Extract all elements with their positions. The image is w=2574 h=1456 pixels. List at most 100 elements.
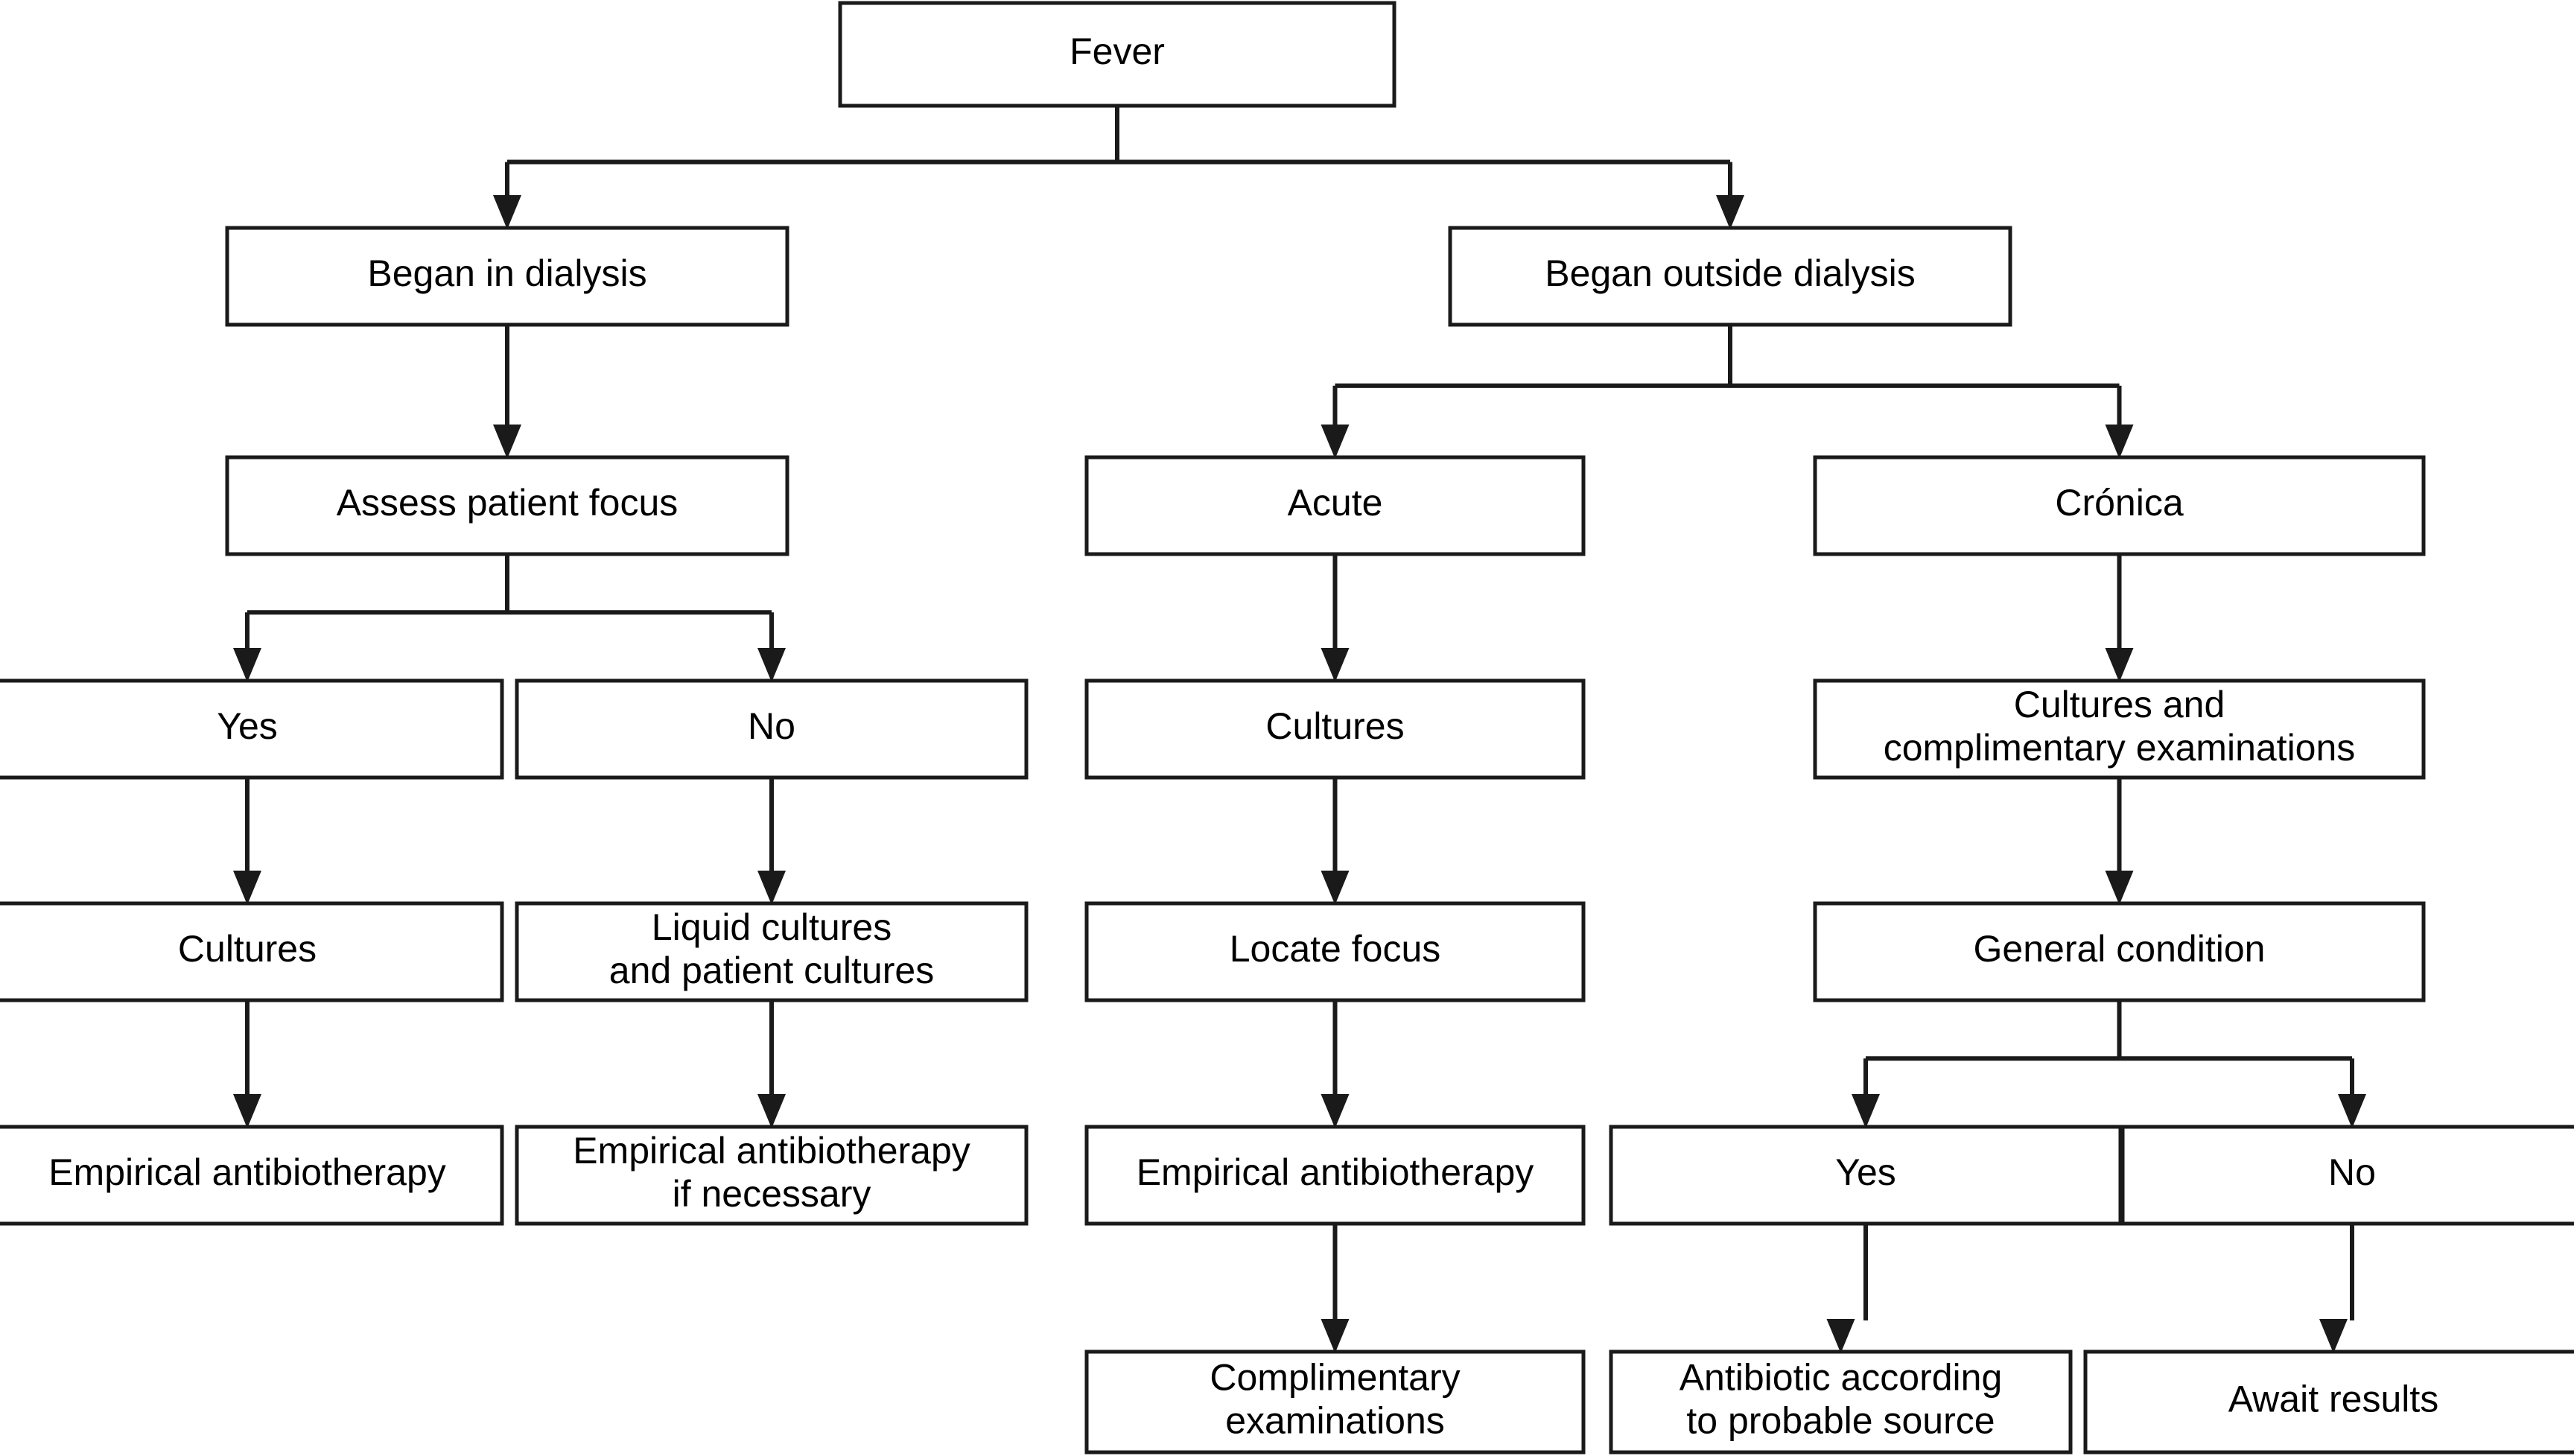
node-acute[interactable]: Acute bbox=[1084, 455, 1586, 556]
connector-e-begin-assess bbox=[493, 325, 521, 459]
node-box-emp-abx-if bbox=[515, 1125, 1029, 1226]
connector-e-no-await bbox=[2319, 1224, 2354, 1353]
node-emp-abx-acute[interactable]: Empirical antibiotherapy bbox=[1084, 1125, 1586, 1226]
node-general-condition[interactable]: General condition bbox=[1813, 901, 2426, 1002]
node-label-cultures-acute: Cultures bbox=[1265, 705, 1404, 747]
connector-e-no-liquid bbox=[757, 778, 786, 905]
node-label-no-left: No bbox=[748, 705, 795, 747]
connector-e-fever-split bbox=[493, 106, 1744, 229]
connector-e-cultures-emp bbox=[233, 1000, 261, 1128]
node-box-cronica bbox=[1813, 455, 2426, 556]
node-box-abx-probable bbox=[1609, 1349, 2073, 1455]
connector-e-acute-cultures bbox=[1321, 554, 1350, 682]
node-box-emp-abx-acute bbox=[1084, 1125, 1586, 1226]
node-box-await-results bbox=[2083, 1349, 2574, 1455]
connector-e-liquid-emp bbox=[757, 1000, 786, 1128]
connector-e-cultures-locate bbox=[1321, 778, 1350, 905]
node-box-cultures-compl bbox=[1813, 678, 2426, 780]
connector-e-yes-cultures bbox=[233, 778, 261, 905]
node-yes-right[interactable]: Yes bbox=[1609, 1125, 2123, 1226]
arrowhead-icon bbox=[1321, 871, 1350, 905]
node-began-outside[interactable]: Began outside dialysis bbox=[1448, 226, 2012, 327]
node-box-locate-focus bbox=[1084, 901, 1586, 1002]
arrowhead-icon bbox=[493, 425, 521, 459]
arrowhead-icon bbox=[757, 648, 786, 682]
connector-e-compl-general bbox=[2105, 778, 2134, 905]
connector-layer bbox=[233, 106, 2366, 1353]
node-began-in[interactable]: Began in dialysis bbox=[225, 226, 789, 327]
node-box-emp-abx-yes bbox=[0, 1125, 504, 1226]
node-emp-abx-yes[interactable]: Empirical antibiotherapy bbox=[0, 1125, 504, 1226]
arrowhead-icon bbox=[757, 1094, 786, 1128]
node-label-yes-left: Yes bbox=[217, 705, 278, 747]
node-box-cultures-acute bbox=[1084, 678, 1586, 780]
node-yes-left[interactable]: Yes bbox=[0, 678, 504, 780]
node-box-general-condition bbox=[1813, 901, 2426, 1002]
arrowhead-icon bbox=[1852, 1094, 1880, 1128]
node-box-assess-focus bbox=[225, 455, 789, 556]
arrowhead-icon bbox=[233, 1094, 261, 1128]
connector-e-cronica-cultures bbox=[2105, 554, 2134, 682]
node-label-cronica: Crónica bbox=[2055, 482, 2183, 524]
node-label-cultures-yes: Cultures bbox=[178, 928, 317, 970]
connector-e-emp-compl bbox=[1321, 1224, 1350, 1353]
node-label-began-in: Began in dialysis bbox=[367, 252, 646, 294]
arrowhead-icon bbox=[1716, 195, 1744, 229]
arrowhead-icon bbox=[2105, 425, 2134, 459]
node-cultures-yes[interactable]: Cultures bbox=[0, 901, 504, 1002]
arrowhead-icon bbox=[2105, 871, 2134, 905]
connector-e-yes-abx bbox=[1826, 1224, 1868, 1353]
node-label-general-condition: General condition bbox=[1974, 928, 2266, 970]
node-label-emp-abx-yes: Empirical antibiotherapy bbox=[48, 1151, 446, 1193]
node-label-locate-focus: Locate focus bbox=[1230, 928, 1441, 970]
node-no-right[interactable]: No bbox=[2120, 1125, 2574, 1226]
node-box-liquid-cultures bbox=[515, 901, 1029, 1002]
node-box-yes-left bbox=[0, 678, 504, 780]
arrowhead-icon bbox=[1321, 1094, 1350, 1128]
arrowhead-icon bbox=[1321, 1319, 1350, 1353]
node-label-yes-right: Yes bbox=[1835, 1151, 1896, 1193]
node-cronica[interactable]: Crónica bbox=[1813, 455, 2426, 556]
arrowhead-icon bbox=[2319, 1319, 2348, 1353]
arrowhead-icon bbox=[493, 195, 521, 229]
connector-e-general-split bbox=[1852, 1000, 2366, 1128]
node-label-await-results: Await results bbox=[2228, 1379, 2439, 1420]
node-box-acute bbox=[1084, 455, 1586, 556]
node-assess-focus[interactable]: Assess patient focus bbox=[225, 455, 789, 556]
connector-e-assess-split bbox=[233, 554, 786, 682]
arrowhead-icon bbox=[1321, 425, 1350, 459]
node-label-acute: Acute bbox=[1288, 482, 1383, 524]
node-no-left[interactable]: No bbox=[515, 678, 1029, 780]
arrowhead-icon bbox=[1321, 648, 1350, 682]
node-fever[interactable]: Fever bbox=[838, 1, 1396, 108]
node-await-results[interactable]: Await results bbox=[2083, 1349, 2574, 1455]
node-box-cultures-yes bbox=[0, 901, 504, 1002]
node-box-fever bbox=[838, 1, 1396, 108]
node-cultures-acute[interactable]: Cultures bbox=[1084, 678, 1586, 780]
arrowhead-icon bbox=[757, 871, 786, 905]
node-label-began-outside: Began outside dialysis bbox=[1545, 252, 1916, 294]
node-locate-focus[interactable]: Locate focus bbox=[1084, 901, 1586, 1002]
node-label-assess-focus: Assess patient focus bbox=[337, 482, 679, 524]
arrowhead-icon bbox=[233, 648, 261, 682]
node-label-fever: Fever bbox=[1070, 31, 1165, 72]
node-box-compl-exams bbox=[1084, 1349, 1586, 1455]
node-box-began-in bbox=[225, 226, 789, 327]
arrowhead-icon bbox=[2105, 648, 2134, 682]
connector-e-outside-split bbox=[1321, 325, 2134, 459]
node-box-no-left bbox=[515, 678, 1029, 780]
arrowhead-icon bbox=[1826, 1319, 1855, 1353]
arrowhead-icon bbox=[233, 871, 261, 905]
